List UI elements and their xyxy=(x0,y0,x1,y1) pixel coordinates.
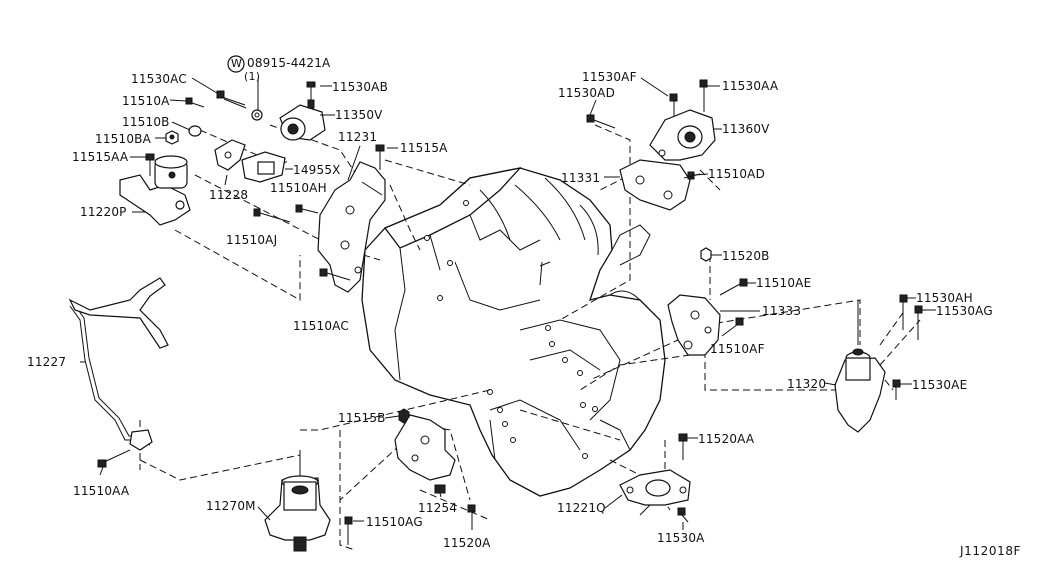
label-11254: 11254 xyxy=(418,501,458,515)
label-11520A: 11520A xyxy=(443,536,491,550)
mount-11320 xyxy=(834,300,886,433)
label-11515B: 11515B xyxy=(338,411,386,425)
label-11510AF: 11510AF xyxy=(710,342,765,356)
nut-11520B xyxy=(700,247,712,262)
label-11530AD: 11530AD xyxy=(558,86,616,100)
mount-11270M xyxy=(264,450,331,552)
mount-11360V xyxy=(649,109,716,161)
label-11320: 11320 xyxy=(787,377,827,391)
engine-block xyxy=(361,166,666,497)
nut-11510BA xyxy=(165,130,179,145)
washer-symbol-letter: W xyxy=(231,57,243,70)
label-washer-qty: (1) xyxy=(244,70,261,83)
bolt-11515A xyxy=(375,144,385,170)
sensor-14955X xyxy=(241,151,286,183)
label-11221Q: 11221Q xyxy=(557,501,606,515)
label-11510AA: 11510AA xyxy=(73,484,130,498)
label-11360V: 11360V xyxy=(722,122,770,136)
bolt-11510AH xyxy=(295,204,319,214)
bolt-11515AA xyxy=(145,153,155,176)
label-11331: 11331 xyxy=(561,171,601,185)
label-08915-4421A: 08915-4421A xyxy=(247,56,331,70)
bracket-11333 xyxy=(667,294,721,356)
label-11510AG: 11510AG xyxy=(366,515,423,529)
label-11510A: 11510A xyxy=(122,94,170,108)
label-11333: 11333 xyxy=(762,304,802,318)
label-11510AJ: 11510AJ xyxy=(226,233,278,247)
bolt-11510AJ xyxy=(253,208,291,223)
label-11530AF: 11530AF xyxy=(582,70,637,84)
bracket-11231 xyxy=(317,161,386,293)
bolt-11530AH xyxy=(899,294,908,330)
label-11510AE: 11510AE xyxy=(756,276,812,290)
label-11520AA: 11520AA xyxy=(698,432,755,446)
diagram-code: J112018F xyxy=(960,544,1022,558)
bracket-11228 xyxy=(214,139,246,171)
bracket-11331 xyxy=(619,159,691,211)
label-11231: 11231 xyxy=(338,130,378,144)
bolt-11530AD xyxy=(586,114,616,129)
bolt-11530AA xyxy=(699,79,708,112)
bolt-11510AE xyxy=(719,278,748,296)
label-11515A: 11515A xyxy=(400,141,448,155)
bolt-11510AG xyxy=(344,516,353,545)
bolt-11520AA xyxy=(678,433,688,460)
dashed-leaders xyxy=(139,124,921,551)
label-11530AE: 11530AE xyxy=(912,378,968,392)
bolt-11530AC xyxy=(216,90,247,109)
nut-11510B xyxy=(188,125,202,137)
label-11530AH: 11530AH xyxy=(916,291,973,305)
bushing-11350V xyxy=(279,81,326,141)
label-11515AA: 11515AA xyxy=(72,150,129,164)
label-11227: 11227 xyxy=(27,355,67,369)
washer-symbol xyxy=(227,55,245,73)
label-11510AH: 11510AH xyxy=(270,181,327,195)
bolt-11510A xyxy=(185,97,205,108)
washer-08915 xyxy=(251,109,263,121)
label-11530AC: 11530AC xyxy=(131,72,187,86)
label-11530AG: 11530AG xyxy=(936,304,993,318)
label-leaders xyxy=(80,77,936,530)
label-11350V: 11350V xyxy=(335,108,383,122)
label-11530AB: 11530AB xyxy=(332,80,389,94)
label-11510AC: 11510AC xyxy=(293,319,349,333)
bracket-11254 xyxy=(394,414,456,494)
label-11510BA: 11510BA xyxy=(95,132,152,146)
bolt-11530AE xyxy=(892,379,901,400)
bolt-11510AC xyxy=(319,268,351,281)
label-11228: 11228 xyxy=(209,188,249,202)
bolt-11530A xyxy=(677,507,689,523)
mount-11221Q xyxy=(619,469,691,516)
bolt-11520A xyxy=(467,504,476,530)
bolt-11530AG xyxy=(914,305,923,340)
rod-11227 xyxy=(68,277,169,468)
label-11520B: 11520B xyxy=(722,249,770,263)
label-11220P: 11220P xyxy=(80,205,127,219)
label-14955X: 14955X xyxy=(293,163,341,177)
label-11270M: 11270M xyxy=(206,499,256,513)
bolt-11510AF xyxy=(721,317,744,337)
label-11510B: 11510B xyxy=(122,115,170,129)
label-11530A: 11530A xyxy=(657,531,705,545)
label-11510AD: 11510AD xyxy=(708,167,766,181)
label-11530AA: 11530AA xyxy=(722,79,779,93)
mount-11220P xyxy=(119,155,191,226)
